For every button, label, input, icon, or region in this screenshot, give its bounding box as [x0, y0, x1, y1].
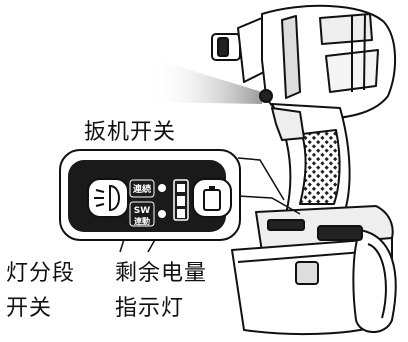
impact-driver-body: [211, 4, 397, 336]
light-switch-label-line2: 开关: [6, 296, 53, 321]
continuous-indicator-dot: [158, 184, 166, 192]
continuous-key-label: 連続: [133, 183, 151, 195]
battery-check-button[interactable]: [192, 178, 232, 218]
battery-level-indicator: [173, 179, 189, 221]
battery-indicator-label-line2: 指示灯: [115, 296, 185, 321]
sw-indicator-dot: [158, 210, 166, 218]
light-switch-button[interactable]: [87, 178, 129, 218]
light-switch-label-line1: 灯分段: [6, 261, 76, 286]
trigger-switch-label: 扳机开关: [84, 120, 177, 145]
sw-key-top-label: SW: [134, 206, 150, 216]
battery-indicator-label-line1: 剩余电量: [115, 261, 208, 286]
sw-key-bottom-label: 連動: [134, 216, 150, 226]
continuous-key: 連続: [129, 179, 155, 198]
light-beam: [150, 58, 262, 104]
sw-linked-key: SW 連動: [129, 201, 155, 227]
